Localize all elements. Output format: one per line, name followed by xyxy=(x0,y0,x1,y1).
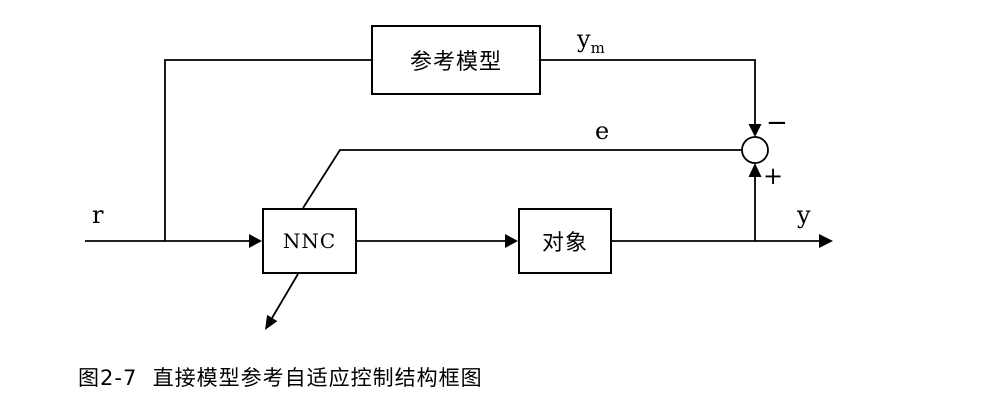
block-reference-model-label: 参考模型 xyxy=(409,50,502,75)
block-plant: 对象 xyxy=(518,208,612,274)
block-reference-model: 参考模型 xyxy=(371,25,541,95)
line-branch-to-reference-model xyxy=(164,59,371,241)
sum-sign-plus: + xyxy=(763,162,784,190)
signal-label-ym: ym xyxy=(577,27,605,56)
sum-sign-minus: − xyxy=(766,108,788,138)
signal-label-e: e xyxy=(595,117,610,145)
figure-caption: 图2-7 直接模型参考自适应控制结构框图 xyxy=(78,366,483,390)
signal-label-ym-base: y xyxy=(577,25,591,53)
arrowhead-into-sum-top xyxy=(748,124,762,137)
arrowhead-nnc-bottom-tap xyxy=(265,314,278,330)
arrowhead-output-y xyxy=(819,234,833,248)
signal-label-y: y xyxy=(797,201,811,229)
block-plant-label: 对象 xyxy=(541,231,588,256)
line-nnc-bottom-tap xyxy=(271,273,299,319)
summing-junction-circle xyxy=(741,136,769,164)
line-error-to-nnc xyxy=(302,149,742,209)
signal-label-r: r xyxy=(92,201,104,229)
arrowhead-into-plant xyxy=(505,234,518,248)
block-nnc-controller: NNC xyxy=(262,208,357,274)
arrowhead-into-sum-bottom xyxy=(748,163,762,177)
signal-label-ym-subscript: m xyxy=(590,38,605,57)
line-ym-to-sum xyxy=(541,59,756,124)
block-nnc-label: NNC xyxy=(282,229,337,253)
arrowhead-into-nnc xyxy=(249,234,262,248)
